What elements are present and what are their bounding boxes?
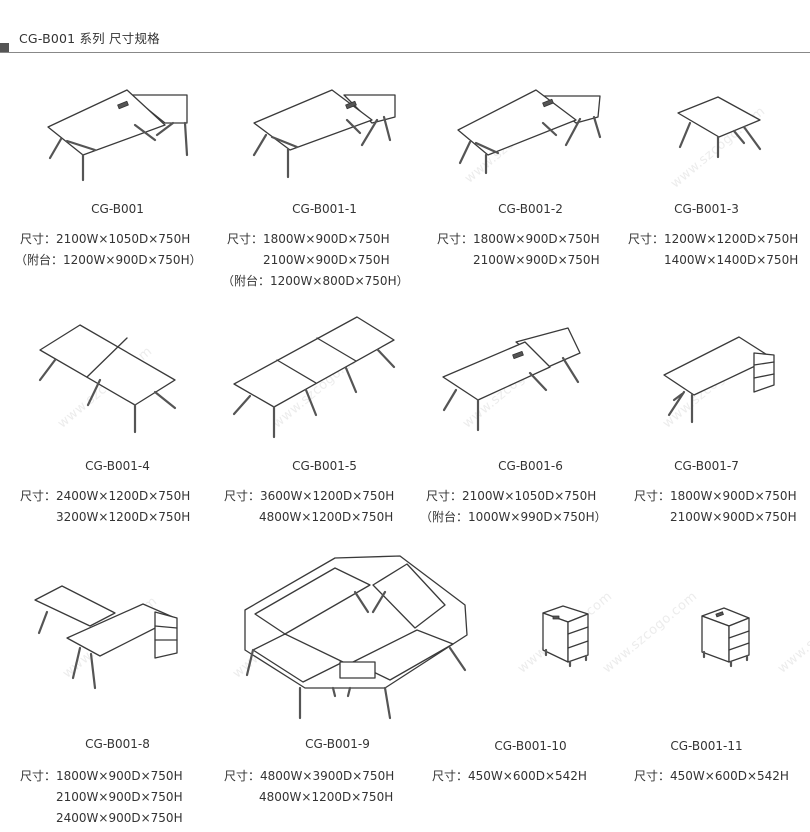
product-spec: 尺寸：3600W×1200D×750H [224,489,395,503]
product-spec: 3200W×1200D×750H [56,510,191,524]
product-card: CG-B001-8 [15,578,220,778]
product-spec: （附台：1200W×900D×750H） [15,253,202,267]
product-spec: （附台：1000W×990D×750H） [420,510,607,524]
product-drawing [252,89,396,179]
product-drawing [542,605,589,668]
product-card: CG-B001-11 [604,600,809,780]
product-spec: 尺寸：450W×600D×542H [432,769,587,783]
product-card: CG-B001-10 [428,600,633,780]
product-spec: 2100W×900D×750H [473,253,600,267]
product-card: CG-B001-6 [428,320,633,520]
product-spec: （附台：1200W×800D×750H） [222,274,409,288]
product-drawing [677,96,762,159]
product-spec: 4800W×1200D×750H [259,510,394,524]
page-title: CG-B001 系列 尺寸规格 [19,31,160,46]
product-drawing [232,316,396,439]
product-model: CG-B001-5 [292,459,357,473]
product-spec: 2100W×900D×750H [670,510,797,524]
product-model: CG-B001-1 [292,202,357,216]
product-drawing [663,336,775,424]
product-spec: 尺寸：1200W×1200D×750H [628,232,799,246]
product-drawing [34,585,178,690]
product-card: CG-B001 [15,85,220,275]
product-spec: 尺寸：2100W×1050D×750H [426,489,597,503]
product-card: CG-B001-3 [604,85,809,275]
product-drawing [244,555,468,720]
product-spec: 1400W×1400D×750H [664,253,799,267]
product-drawing [47,89,189,182]
product-spec: 尺寸：450W×600D×542H [634,769,789,783]
product-drawing [457,89,602,175]
product-card: CG-B001-5 [222,312,427,522]
product-spec: 尺寸：2400W×1200D×750H [20,489,191,503]
product-drawing [701,607,750,668]
product-card: CG-B001-2 [428,85,633,275]
product-spec: 4800W×1200D×750H [259,790,394,804]
product-spec: 尺寸：1800W×900D×750H [227,232,390,246]
product-spec: 尺寸：1800W×900D×750H [634,489,797,503]
product-model: CG-B001-4 [85,459,150,473]
product-model: CG-B001-3 [674,202,739,216]
product-card: CG-B001-7 [604,320,809,520]
product-model: CG-B001-11 [670,739,743,753]
product-spec: 尺寸：4800W×3900D×750H [224,769,395,783]
product-drawing [442,327,581,432]
product-model: CG-B001-7 [674,459,739,473]
product-spec: 2100W×900D×750H [263,253,390,267]
product-card: CG-B001-9 [235,550,468,780]
product-drawing [38,324,177,434]
product-card: CG-B001-4 [15,320,220,520]
product-model: CG-B001-6 [498,459,563,473]
page-header: CG-B001 系列 尺寸规格 [0,0,810,53]
product-spec: 尺寸：1800W×900D×750H [437,232,600,246]
header-marker [0,43,9,52]
product-spec: 尺寸：1800W×900D×750H [20,769,183,783]
product-model: CG-B001-2 [498,202,563,216]
product-spec: 2100W×900D×750H [56,790,183,804]
product-spec: 尺寸：2100W×1050D×750H [20,232,191,246]
product-model: CG-B001-9 [305,737,370,751]
product-model: CG-B001 [91,202,144,216]
product-model: CG-B001-8 [85,737,150,751]
product-spec: 2400W×900D×750H [56,811,183,825]
header-divider [0,52,810,53]
product-model: CG-B001-10 [494,739,567,753]
product-card: CG-B001-1 [222,85,427,275]
